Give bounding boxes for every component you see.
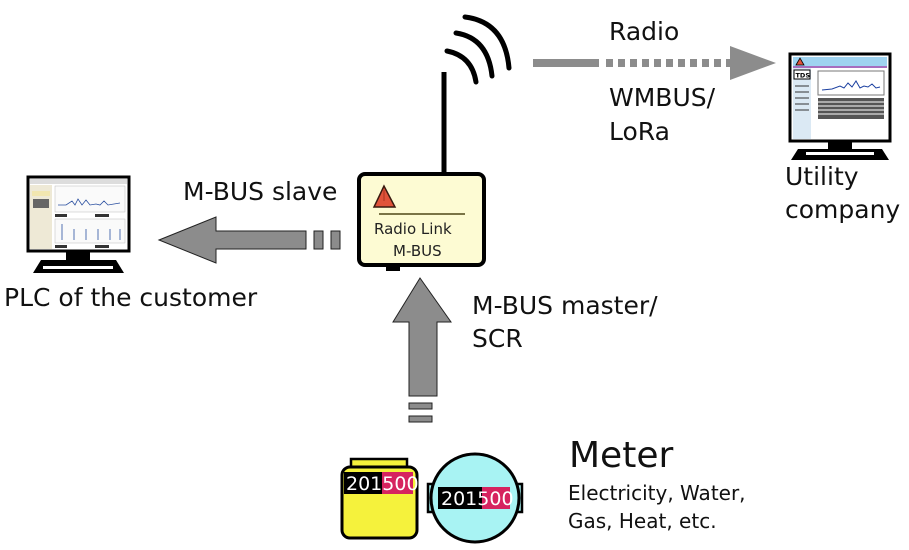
utility-screen-badge: TDS [796,72,811,80]
meter-title: Meter [569,435,673,476]
device-connector [386,265,400,271]
plc-computer-icon [26,175,131,273]
meter-subtitle-2: Gas, Heat, etc. [568,509,717,533]
mbus-slave-label: M-BUS slave [183,177,337,206]
radio-label: Radio [609,17,679,46]
mbus-slave-arrow [157,216,341,264]
mbus-master-label-1: M-BUS master/ [472,291,658,320]
meter-2-digits: 201500 [441,488,514,510]
radio-arrow-dashes [606,59,733,67]
plc-label: PLC of the customer [4,283,258,312]
radio-arrow [533,46,776,80]
utility-label-2: company [785,195,900,224]
utility-computer-icon: TDS [788,52,892,160]
meter-1-digits: 201500 [346,473,419,495]
mbus-master-arrow [392,277,452,423]
radio-protocol-label-2: LoRa [609,117,670,146]
mbus-master-label-2: SCR [472,324,523,353]
device-label-1: Radio Link [374,220,452,238]
radio-protocol-label-1: WMBUS/ [609,83,716,112]
electricity-meter-icon [340,457,419,540]
radio-waves-icon [444,14,512,85]
water-meter-icon [426,452,524,544]
utility-label-1: Utility [785,162,859,191]
device-label-2: M-BUS [393,242,442,260]
radio-link-device: Radio Link M-BUS [357,172,486,271]
meter-subtitle-1: Electricity, Water, [568,481,746,505]
